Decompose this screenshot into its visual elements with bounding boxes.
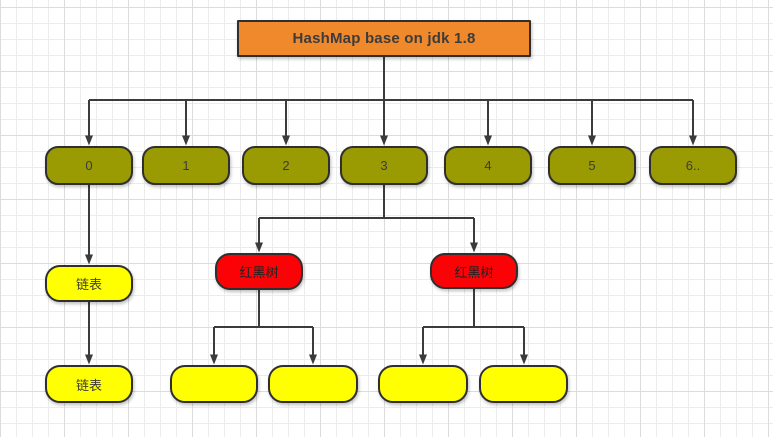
node-linked-list-2[interactable]: 链表 bbox=[45, 365, 133, 403]
bucket-label: 1 bbox=[182, 158, 190, 173]
node-bucket-0[interactable]: 0 bbox=[45, 146, 133, 185]
node-linked-list-1[interactable]: 链表 bbox=[45, 265, 133, 302]
bucket-label: 0 bbox=[85, 158, 93, 173]
node-bucket-3[interactable]: 3 bbox=[340, 146, 428, 185]
node-tree-leaf-3[interactable] bbox=[378, 365, 468, 403]
node-bucket-5[interactable]: 5 bbox=[548, 146, 636, 185]
bucket-label: 2 bbox=[282, 158, 290, 173]
red-black-tree-label: 红黑树 bbox=[239, 265, 279, 280]
bucket-label: 5 bbox=[588, 158, 596, 173]
bucket-label: 4 bbox=[484, 158, 492, 173]
linked-list-label: 链表 bbox=[75, 277, 102, 292]
node-hashmap-title[interactable]: HashMap base on jdk 1.8 bbox=[237, 20, 531, 57]
node-tree-leaf-1[interactable] bbox=[170, 365, 258, 403]
node-red-black-tree-2[interactable]: 红黑树 bbox=[430, 253, 518, 289]
node-bucket-1[interactable]: 1 bbox=[142, 146, 230, 185]
node-red-black-tree-1[interactable]: 红黑树 bbox=[215, 253, 303, 290]
hashmap-title-label: HashMap base on jdk 1.8 bbox=[292, 30, 476, 47]
node-bucket-4[interactable]: 4 bbox=[444, 146, 532, 185]
connector-tree2-stem bbox=[423, 289, 524, 328]
node-bucket-6[interactable]: 6.. bbox=[649, 146, 737, 185]
node-tree-leaf-2[interactable] bbox=[268, 365, 358, 403]
linked-list-label: 链表 bbox=[75, 377, 102, 393]
connector-bucket3-stem bbox=[259, 185, 474, 219]
bucket-label: 3 bbox=[380, 158, 388, 173]
red-black-tree-label: 红黑树 bbox=[454, 264, 494, 280]
node-bucket-2[interactable]: 2 bbox=[242, 146, 330, 185]
bucket-label: 6.. bbox=[685, 158, 701, 173]
connector-tree1-stem bbox=[214, 290, 313, 328]
node-tree-leaf-4[interactable] bbox=[479, 365, 568, 403]
